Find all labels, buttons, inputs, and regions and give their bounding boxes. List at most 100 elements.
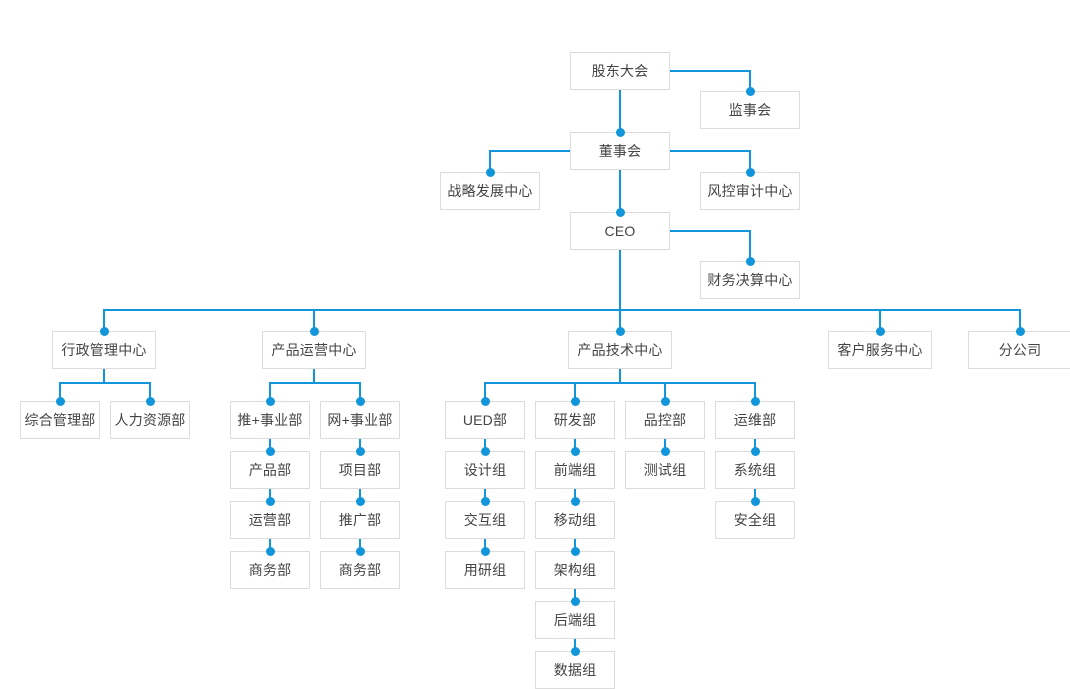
node-human-resources-dept[interactable]: 人力资源部 bbox=[110, 401, 190, 439]
node-label: 监事会 bbox=[728, 102, 772, 118]
node-business-dept-left[interactable]: 商务部 bbox=[230, 551, 310, 589]
connector-shareholders-supervisors-v bbox=[749, 70, 751, 92]
connector-dot-test-group bbox=[660, 446, 670, 456]
node-label: 研发部 bbox=[553, 412, 597, 428]
node-customer-service-center[interactable]: 客户服务中心 bbox=[828, 331, 932, 369]
connector-dot-operation-dept bbox=[265, 496, 275, 506]
node-product-dept[interactable]: 产品部 bbox=[230, 451, 310, 489]
connector-admin-to-hr bbox=[149, 382, 151, 402]
connector-dot-mobile-group bbox=[570, 496, 580, 506]
connector-bus-to-product-ops bbox=[313, 309, 315, 332]
connector-admin-drop bbox=[103, 369, 105, 383]
connector-dot-backend-group bbox=[570, 596, 580, 606]
node-product-technology-center[interactable]: 产品技术中心 bbox=[568, 331, 672, 369]
node-label: 项目部 bbox=[338, 462, 382, 478]
connector-product-operation bbox=[269, 489, 271, 501]
connector-dot-finance bbox=[745, 256, 755, 266]
node-label: 后端组 bbox=[553, 612, 597, 628]
connector-producttech-bar bbox=[485, 382, 755, 384]
connector-qa-test bbox=[664, 439, 666, 451]
node-project-dept[interactable]: 项目部 bbox=[320, 451, 400, 489]
connector-dot-admin-center bbox=[99, 326, 109, 336]
node-product-operations-center[interactable]: 产品运营中心 bbox=[262, 331, 366, 369]
node-operations-maintenance-dept[interactable]: 运维部 bbox=[715, 401, 795, 439]
node-frontend-group[interactable]: 前端组 bbox=[535, 451, 615, 489]
connector-producttech-drop bbox=[619, 369, 621, 383]
node-wang-plus-business-unit[interactable]: 网+事业部 bbox=[320, 401, 400, 439]
node-board-of-directors[interactable]: 董事会 bbox=[570, 132, 670, 170]
connector-ops-system bbox=[754, 439, 756, 451]
node-operations-dept[interactable]: 运营部 bbox=[230, 501, 310, 539]
connector-design-interaction bbox=[484, 489, 486, 501]
connector-producttech-to-qa bbox=[664, 382, 666, 402]
connector-board-strategy-h bbox=[490, 150, 570, 152]
connector-shareholders-board bbox=[619, 90, 621, 132]
node-branch-company[interactable]: 分公司 bbox=[968, 331, 1070, 369]
connector-operation-business bbox=[269, 539, 271, 551]
node-architecture-group[interactable]: 架构组 bbox=[535, 551, 615, 589]
connector-dot-ued-dept bbox=[480, 396, 490, 406]
connector-dot-architect-group bbox=[570, 546, 580, 556]
node-risk-audit-center[interactable]: 风控审计中心 bbox=[700, 172, 800, 210]
node-mobile-group[interactable]: 移动组 bbox=[535, 501, 615, 539]
node-label: 行政管理中心 bbox=[61, 342, 147, 358]
node-ceo[interactable]: CEO bbox=[570, 212, 670, 250]
connector-dot-security-group bbox=[750, 496, 760, 506]
connector-system-security bbox=[754, 489, 756, 501]
node-ued-dept[interactable]: UED部 bbox=[445, 401, 525, 439]
connector-wang-project bbox=[359, 439, 361, 451]
connector-dot-hr bbox=[145, 396, 155, 406]
node-label: 董事会 bbox=[598, 143, 642, 159]
node-promotion-dept[interactable]: 推广部 bbox=[320, 501, 400, 539]
node-test-group[interactable]: 测试组 bbox=[625, 451, 705, 489]
connector-frontend-mobile bbox=[574, 489, 576, 501]
node-label: 架构组 bbox=[553, 562, 597, 578]
connector-ceo-finance-v bbox=[749, 230, 751, 262]
node-board-of-supervisors[interactable]: 监事会 bbox=[700, 91, 800, 129]
node-data-group[interactable]: 数据组 bbox=[535, 651, 615, 689]
node-security-group[interactable]: 安全组 bbox=[715, 501, 795, 539]
node-shareholders-meeting[interactable]: 股东大会 bbox=[570, 52, 670, 90]
node-finance-settlement-center[interactable]: 财务决算中心 bbox=[700, 261, 800, 299]
connector-dot-branch bbox=[1015, 326, 1025, 336]
node-label: 战略发展中心 bbox=[447, 183, 533, 199]
connector-dot-general-admin bbox=[55, 396, 65, 406]
connector-ued-design bbox=[484, 439, 486, 451]
node-label: 商务部 bbox=[338, 562, 382, 578]
node-interaction-group[interactable]: 交互组 bbox=[445, 501, 525, 539]
connector-dot-user-research bbox=[480, 546, 490, 556]
connector-board-ceo bbox=[619, 170, 621, 212]
connector-bus-to-branch bbox=[1019, 309, 1021, 332]
node-quality-control-dept[interactable]: 品控部 bbox=[625, 401, 705, 439]
connector-board-risk-h bbox=[670, 150, 750, 152]
connector-dot-product-dept bbox=[265, 446, 275, 456]
node-label: 移动组 bbox=[553, 512, 597, 528]
connector-dot-interaction-group bbox=[480, 496, 490, 506]
node-label: 测试组 bbox=[643, 462, 687, 478]
node-user-research-group[interactable]: 用研组 bbox=[445, 551, 525, 589]
node-label: 运维部 bbox=[733, 412, 777, 428]
node-strategy-development-center[interactable]: 战略发展中心 bbox=[440, 172, 540, 210]
node-label: 产品运营中心 bbox=[271, 342, 357, 358]
connector-producttech-to-ops bbox=[754, 382, 756, 402]
connector-dot-design-group bbox=[480, 446, 490, 456]
connector-board-strategy-v bbox=[489, 150, 491, 173]
node-general-management-dept[interactable]: 综合管理部 bbox=[20, 401, 100, 439]
node-system-group[interactable]: 系统组 bbox=[715, 451, 795, 489]
node-admin-management-center[interactable]: 行政管理中心 bbox=[52, 331, 156, 369]
node-business-dept-right[interactable]: 商务部 bbox=[320, 551, 400, 589]
connector-dot-rd-dept bbox=[570, 396, 580, 406]
connector-dot-qa-dept bbox=[660, 396, 670, 406]
node-design-group[interactable]: 设计组 bbox=[445, 451, 525, 489]
connector-productops-drop bbox=[313, 369, 315, 383]
connector-dot-customer-svc bbox=[875, 326, 885, 336]
connector-dot-ops-dept bbox=[750, 396, 760, 406]
node-label: 综合管理部 bbox=[24, 412, 96, 428]
node-tui-plus-business-unit[interactable]: 推+事业部 bbox=[230, 401, 310, 439]
node-research-development-dept[interactable]: 研发部 bbox=[535, 401, 615, 439]
node-backend-group[interactable]: 后端组 bbox=[535, 601, 615, 639]
connector-dot-risk-audit bbox=[745, 167, 755, 177]
connector-tui-product bbox=[269, 439, 271, 451]
connector-main-department-bus bbox=[104, 309, 1021, 311]
